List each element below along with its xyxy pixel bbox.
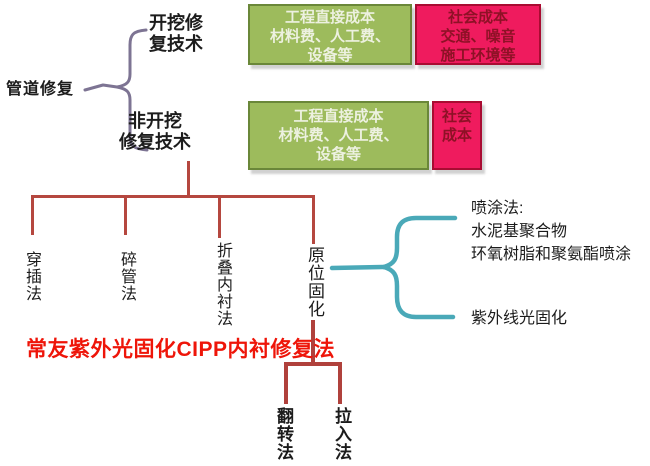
cipp-highlight-label: 常友紫外光固化CIPP内衬修复法 [26, 338, 336, 361]
method-label-fold-lining: 折叠内衬法 [214, 242, 231, 327]
branch-open-line1: 开挖修 [149, 13, 203, 33]
root-label: 管道修复 [6, 81, 75, 98]
cost-line: 成本 [441, 127, 472, 144]
tree-line-drop-3 [218, 195, 221, 238]
branch-trenchless-line1: 非开挖 [128, 111, 182, 131]
cost-line: 材料费、人工费、 [269, 28, 390, 45]
cost-line: 社会 [441, 108, 472, 125]
tree-line-root-vertical [187, 161, 190, 197]
tree-line-drop-2 [124, 195, 127, 235]
cost-line: 工程直接成本 [293, 108, 384, 125]
cost-line: 社会成本 [447, 9, 508, 26]
cost-box-trenchless-social: 社会 成本 [432, 101, 482, 170]
cost-box-trenchless-direct: 工程直接成本 材料费、人工费、 设备等 [248, 101, 429, 170]
cost-line: 设备等 [307, 47, 353, 64]
branch-open-excavation-label: 开挖修 复技术 [149, 13, 219, 55]
uv-cure-label: 紫外线光固化 [471, 310, 568, 327]
tree-line-cipp-horizontal [284, 362, 342, 366]
tree-line-drop-1 [31, 195, 34, 235]
cost-line: 工程直接成本 [284, 9, 375, 26]
cost-line: 施工环境等 [440, 47, 516, 64]
branch-trenchless-line2: 修复技术 [119, 132, 191, 152]
cipp-child-label-inversion: 翻转法 [274, 407, 293, 461]
spray-line: 环氧树脂和聚氨酯喷涂 [471, 246, 632, 263]
spray-method-group: 喷涂法: 水泥基聚合物 环氧树脂和聚氨酯喷涂 [471, 197, 631, 266]
tree-line-cipp-vertical [311, 320, 315, 365]
cost-line: 设备等 [315, 146, 361, 163]
branch-trenchless-label: 非开挖 修复技术 [118, 111, 192, 153]
method-label-pipe-bursting: 碎管法 [118, 251, 135, 302]
spray-line: 喷涂法: [471, 200, 524, 217]
tree-line-main-horizontal [31, 195, 315, 198]
tree-line-drop-4 [312, 195, 315, 244]
method-label-cipp: 原位固化 [305, 246, 324, 318]
branch-open-line2: 复技术 [149, 34, 203, 54]
cost-line: 材料费、人工费、 [278, 127, 399, 144]
method-label-insertion: 穿插法 [23, 251, 40, 302]
tree-line-cipp-drop-2 [338, 362, 342, 404]
tree-line-cipp-drop-1 [284, 362, 288, 404]
cost-box-open-direct: 工程直接成本 材料费、人工费、 设备等 [248, 4, 412, 65]
cost-line: 交通、噪音 [440, 28, 516, 45]
spray-line: 水泥基聚合物 [471, 223, 568, 240]
cipp-child-label-pull-in: 拉入法 [332, 407, 351, 461]
cost-box-open-social: 社会成本 交通、噪音 施工环境等 [415, 4, 541, 65]
cipp-brace-connector [329, 215, 458, 320]
